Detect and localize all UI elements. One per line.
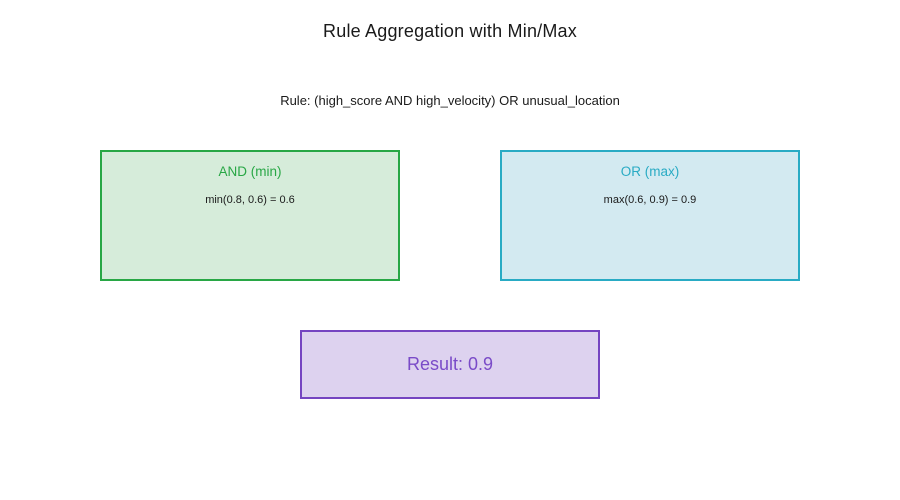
figure-title: Rule Aggregation with Min/Max — [323, 21, 577, 41]
result-label: Result: 0.9 — [406, 354, 494, 374]
or-max-box: OR (max) max(0.6, 0.9) = 0.9 — [500, 150, 800, 281]
or-max-formula: max(0.6, 0.9) = 0.9 — [603, 194, 697, 206]
and-min-label: AND (min) — [218, 164, 282, 179]
and-min-box: AND (min) min(0.8, 0.6) = 0.6 — [100, 150, 400, 281]
result-box: Result: 0.9 — [300, 330, 600, 399]
or-max-label: OR (max) — [620, 164, 680, 179]
rule-expression-text: Rule: (high_score AND high_velocity) OR … — [280, 93, 620, 108]
and-min-formula: min(0.8, 0.6) = 0.6 — [205, 194, 295, 206]
